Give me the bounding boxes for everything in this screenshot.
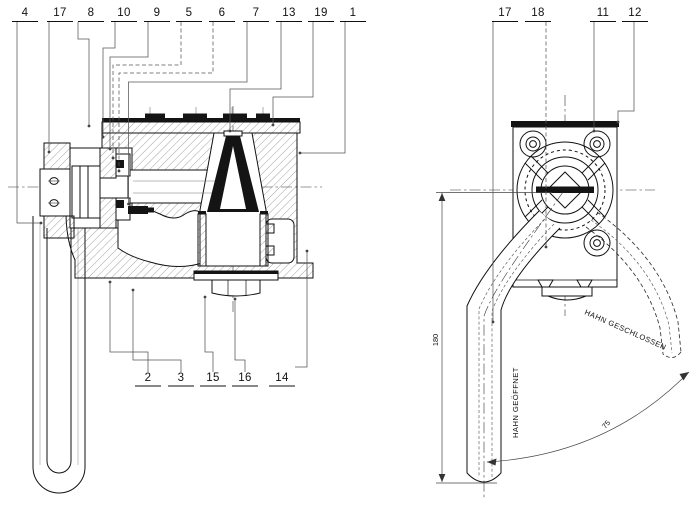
callout-9: 9 [154,7,161,19]
callout-13: 13 [282,7,295,19]
closed-position-label: HAHN GESCHLOSSEN [583,308,668,352]
section-view: 4 17 8 10 9 5 6 7 13 19 1 [8,7,366,494]
callout-11: 11 [597,7,610,19]
callout-19: 19 [314,7,327,19]
open-position-label: HAHN GEÖFFNET [511,367,520,438]
callout-4: 4 [22,7,29,19]
callouts-left-bottom: 2 3 15 16 14 [135,372,295,387]
callout-7: 7 [253,7,260,19]
swing-angle-label: 75 [600,418,612,430]
callout-18: 18 [531,7,544,19]
bolt-top-right [583,130,611,158]
callouts-left-top: 4 17 8 10 9 5 6 7 13 19 1 [12,7,366,22]
swing-arc: 75 [486,371,690,466]
strainer-cone [197,130,269,267]
callout-3: 3 [178,372,185,384]
callout-1: 1 [350,7,357,19]
callout-16: 16 [238,372,251,384]
flange-bolts [519,130,611,257]
square-drive [546,171,584,209]
callout-17-right: 17 [498,7,511,19]
callout-6: 6 [219,7,226,19]
front-view: 75 180 HAHN GESCHLOSSEN HAHN GEÖFFNET 17… [431,7,690,500]
callout-5: 5 [186,7,193,19]
callout-14: 14 [275,372,289,384]
gland-assembly [516,141,614,239]
drain-plug [193,270,279,297]
callout-17: 17 [53,7,66,19]
flange-plate [511,121,619,301]
height-dimension-text: 180 [431,334,440,346]
callout-8: 8 [88,7,95,19]
bolt-bottom-right [583,229,611,257]
callout-2: 2 [145,372,152,384]
leaders-left-bottom [108,249,309,372]
callout-12: 12 [628,7,641,19]
handle-open [466,191,564,500]
mounting-plate [101,113,301,134]
height-dimension: 180 [431,192,552,484]
handle-closed-phantom [585,211,682,358]
callout-10: 10 [117,7,130,19]
leaders-left-top [16,22,346,225]
callout-15: 15 [206,372,219,384]
callouts-right-top: 17 18 11 12 [492,7,648,22]
handle-hub [39,142,75,239]
leaders-right-top [491,22,635,324]
gland-stack [71,147,154,229]
bolt-top-left [519,130,547,158]
